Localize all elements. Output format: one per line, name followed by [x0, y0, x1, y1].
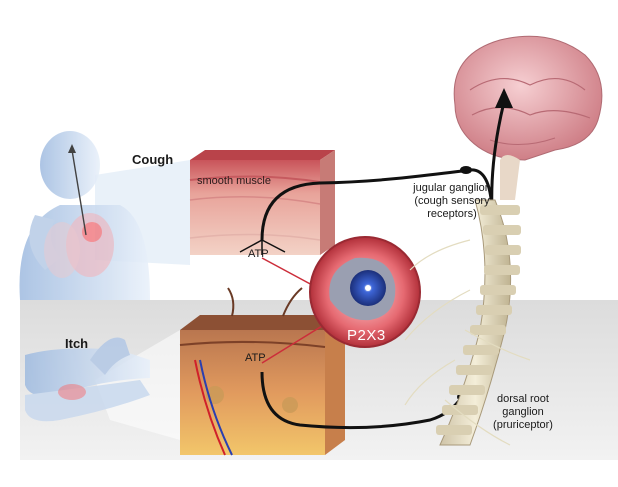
cough-title: Cough — [132, 152, 174, 167]
drg-line-3: (pruriceptor) — [493, 419, 553, 431]
arrow-head — [495, 88, 513, 108]
drg-label: dorsal root ganglion (pruriceptor) — [478, 393, 568, 432]
smooth-muscle-label: smooth muscle — [197, 175, 271, 187]
atp-upper-label: ATP — [248, 248, 269, 260]
jugular-line-2: (cough sensory — [414, 195, 490, 207]
jugular-ganglion-label: jugular ganglion (cough sensory receptor… — [392, 182, 512, 221]
itch-person — [25, 337, 150, 422]
atp-lower-label: ATP — [245, 352, 266, 364]
spinal-column — [404, 199, 531, 446]
drg-line-2: ganglion — [502, 406, 544, 418]
jugular-line-1: jugular ganglion — [413, 182, 491, 194]
skin-tissue — [179, 287, 345, 456]
drg-line-1: dorsal root — [497, 393, 549, 405]
smooth-muscle-tissue — [189, 150, 335, 255]
itch-title: Itch — [65, 336, 89, 351]
jugular-line-3: receptors) — [427, 208, 477, 220]
coughing-person — [19, 131, 150, 300]
p2x3-label: P2X3 — [347, 327, 386, 344]
signal-arrow — [490, 101, 506, 211]
brain — [453, 35, 603, 200]
cough-nerve — [260, 168, 471, 241]
p2x3-receptor — [309, 236, 421, 348]
jugular-ganglion-node — [460, 166, 472, 174]
